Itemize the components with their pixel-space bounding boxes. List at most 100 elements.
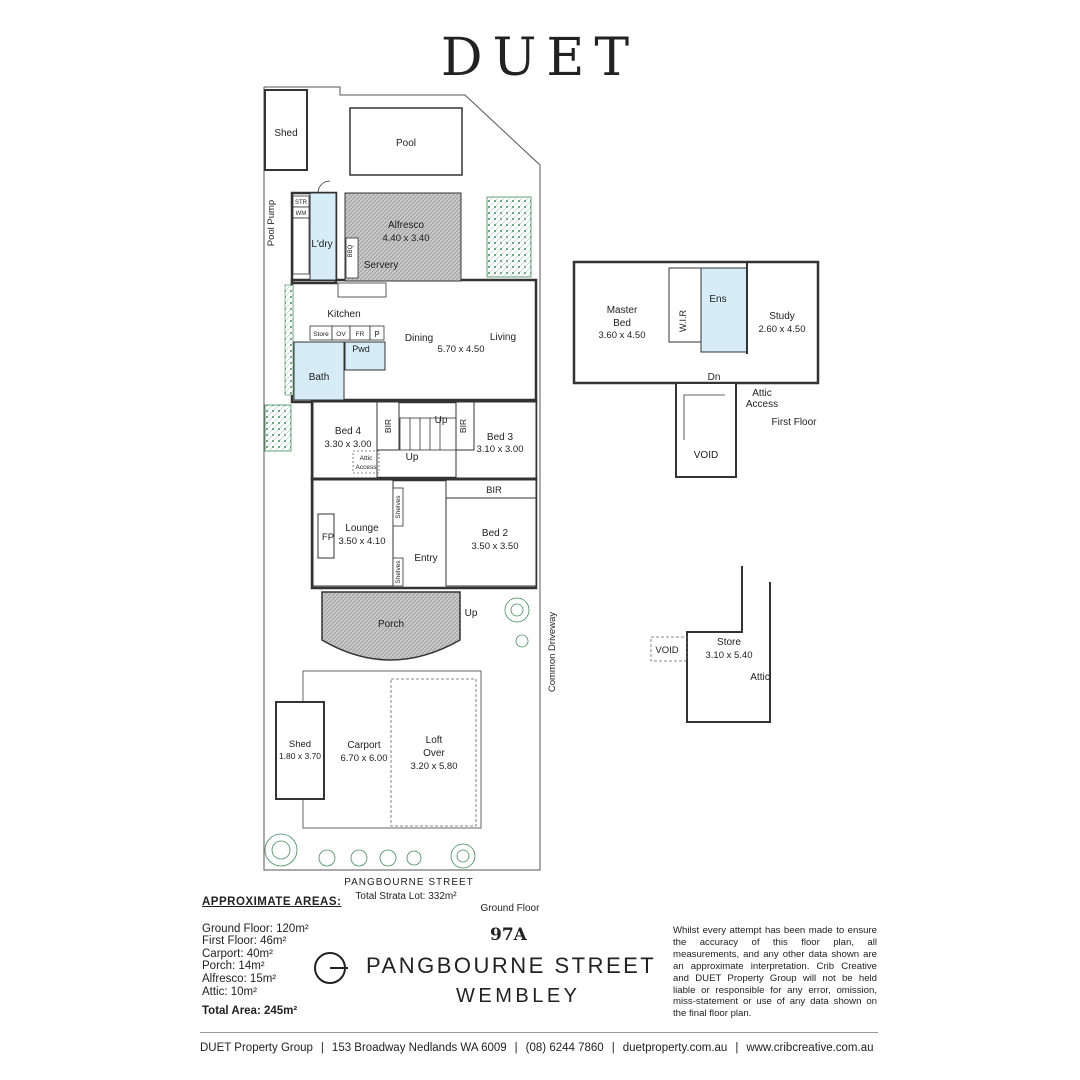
carport: Carport 6.70 x 6.00 Loft Over 3.20 x 5.8… xyxy=(302,670,482,829)
svg-text:BIR: BIR xyxy=(486,485,502,496)
footer-website-crib[interactable]: www.cribcreative.com.au xyxy=(746,1042,874,1054)
footer-phone[interactable]: (08) 6244 7860 xyxy=(525,1042,604,1054)
svg-text:Porch: Porch xyxy=(378,619,404,630)
street-name: PANGBOURNE STREET xyxy=(366,953,657,978)
area-row: First Floor: 46m² xyxy=(202,935,287,948)
tree-icons xyxy=(264,597,530,869)
footer: DUET Property Group|153 Broadway Nedland… xyxy=(200,1042,874,1054)
svg-text:Ens: Ens xyxy=(709,294,726,305)
svg-text:Dn: Dn xyxy=(708,372,721,383)
svg-text:Pwd: Pwd xyxy=(352,344,370,354)
svg-text:Shelves: Shelves xyxy=(395,495,402,519)
porch: Porch Up xyxy=(321,591,478,661)
svg-text:Kitchen: Kitchen xyxy=(327,309,360,320)
ground-floor-label: Ground Floor xyxy=(481,903,541,914)
footer-divider xyxy=(200,1032,878,1033)
kitchen-dining-living: Kitchen Store OV FR P Dining Living 5.70… xyxy=(309,282,516,355)
garden-bed-side xyxy=(264,404,292,452)
svg-text:Store: Store xyxy=(313,331,329,338)
svg-text:6.70 x 6.00: 6.70 x 6.00 xyxy=(340,753,387,764)
svg-text:3.50 x 3.50: 3.50 x 3.50 xyxy=(471,541,518,552)
north-compass-icon xyxy=(314,952,348,984)
svg-text:Attic: Attic xyxy=(750,672,769,683)
svg-text:Servery: Servery xyxy=(364,260,398,271)
powder-room: Pwd xyxy=(344,341,386,371)
area-row: Carport: 40m² xyxy=(202,947,273,960)
svg-text:P: P xyxy=(374,330,379,339)
pool: Pool xyxy=(349,107,463,176)
svg-text:Dining: Dining xyxy=(405,333,433,344)
front-shed: Shed 1.80 x 3.70 xyxy=(275,701,325,800)
svg-text:Up: Up xyxy=(406,452,419,463)
svg-text:3.10 x 5.40: 3.10 x 5.40 xyxy=(705,650,752,661)
area-row: Attic: 10m² xyxy=(202,985,257,998)
svg-text:Carport: Carport xyxy=(347,740,381,751)
svg-text:STR: STR xyxy=(295,200,308,206)
footer-website-duet[interactable]: duetproperty.com.au xyxy=(622,1042,728,1054)
street-label: PANGBOURNE STREET xyxy=(344,877,474,888)
disclaimer: Whilst every attempt has been made to en… xyxy=(673,925,877,1020)
svg-text:Shed: Shed xyxy=(289,739,311,750)
area-row: Ground Floor: 120m² xyxy=(202,922,309,935)
areas-heading: APPROXIMATE AREAS: xyxy=(202,896,342,908)
svg-text:Attic: Attic xyxy=(360,455,373,462)
bed-3: BIR Bed 3 3.10 x 3.00 xyxy=(455,401,537,479)
svg-text:Alfresco: Alfresco xyxy=(388,220,425,231)
bed-2: BIR Bed 2 3.50 x 3.50 xyxy=(445,479,537,587)
svg-text:Loft: Loft xyxy=(426,735,443,746)
svg-text:Shelves: Shelves xyxy=(395,560,402,584)
svg-text:Up: Up xyxy=(435,415,448,426)
svg-text:OV: OV xyxy=(336,331,346,338)
svg-text:Access: Access xyxy=(746,399,778,410)
svg-text:VOID: VOID xyxy=(694,450,718,461)
svg-text:Access: Access xyxy=(356,464,378,471)
first-floor: W.I.R Ens Master Bed 3.60 x 4.50 Study 2… xyxy=(572,260,820,478)
svg-text:1.80 x 3.70: 1.80 x 3.70 xyxy=(279,751,321,761)
footer-address: 153 Broadway Nedlands WA 6009 xyxy=(331,1042,507,1054)
svg-text:Up: Up xyxy=(465,608,478,619)
svg-text:BIR: BIR xyxy=(383,419,393,433)
svg-text:Master: Master xyxy=(607,305,638,316)
svg-text:Bed 2: Bed 2 xyxy=(482,528,509,539)
rear-shed: Shed xyxy=(264,89,308,171)
lounge: FP Lounge 3.50 x 4.10 Shelves Shelves En… xyxy=(312,479,438,587)
svg-text:3.60 x 4.50: 3.60 x 4.50 xyxy=(598,330,645,341)
svg-text:BIR: BIR xyxy=(458,419,468,433)
footer-company: DUET Property Group xyxy=(200,1042,313,1054)
svg-text:Attic: Attic xyxy=(752,388,771,399)
approximate-areas: APPROXIMATE AREAS: Ground Floor: 120m² F… xyxy=(202,896,341,1018)
suburb-name: WEMBLEY xyxy=(456,985,581,1007)
garden-bed-rear xyxy=(486,196,532,278)
svg-text:BBQ: BBQ xyxy=(348,244,354,257)
laundry: STR WM L'dry xyxy=(292,180,337,281)
attic: VOID Store 3.10 x 5.40 Attic xyxy=(650,566,771,723)
duet-logo: DUET xyxy=(440,28,640,88)
area-row: Porch: 14m² xyxy=(202,960,265,973)
svg-text:W.I.R: W.I.R xyxy=(678,310,688,332)
svg-text:3.20 x 5.80: 3.20 x 5.80 xyxy=(410,761,457,772)
svg-text:WM: WM xyxy=(296,211,307,217)
svg-text:FP: FP xyxy=(322,532,334,543)
unit-number: 97A xyxy=(490,925,527,945)
svg-text:Bed: Bed xyxy=(613,318,631,329)
svg-text:4.40 x 3.40: 4.40 x 3.40 xyxy=(382,233,429,244)
common-driveway-label: Common Driveway xyxy=(547,612,558,692)
svg-text:L'dry: L'dry xyxy=(311,239,332,250)
svg-text:Lounge: Lounge xyxy=(345,523,379,534)
stair: Up Up xyxy=(399,415,457,463)
svg-text:3.30 x 3.00: 3.30 x 3.00 xyxy=(324,439,371,450)
svg-text:Bed 4: Bed 4 xyxy=(335,426,362,437)
svg-text:Over: Over xyxy=(423,748,445,759)
svg-text:Entry: Entry xyxy=(414,553,437,564)
lot-boundary xyxy=(263,86,541,871)
svg-text:Store: Store xyxy=(717,637,741,648)
pool-pump-label: Pool Pump xyxy=(266,200,277,246)
total-area: Total Area: 245m² xyxy=(202,1005,298,1018)
svg-text:2.60 x 4.50: 2.60 x 4.50 xyxy=(758,324,805,335)
svg-text:Living: Living xyxy=(490,332,516,343)
garden-strip xyxy=(284,284,294,396)
svg-text:3.50 x 4.10: 3.50 x 4.10 xyxy=(338,536,385,547)
svg-text:Bed 3: Bed 3 xyxy=(487,432,514,443)
area-row: Alfresco: 15m² xyxy=(202,972,277,985)
